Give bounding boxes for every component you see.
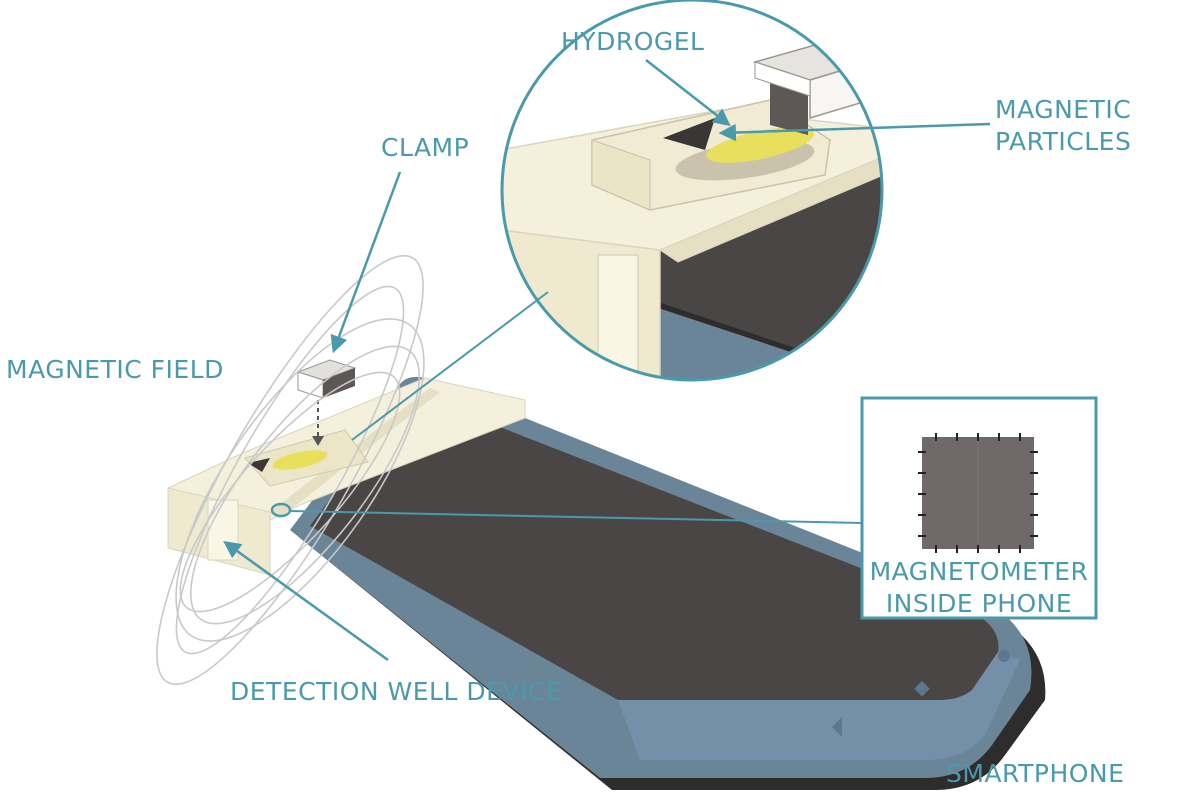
- zoom-inset: [500, 0, 884, 382]
- magnetic-particles-label-line2: PARTICLES: [995, 127, 1132, 156]
- magnetic-field-label: MAGNETIC FIELD: [6, 355, 224, 384]
- magnetometer-label-line2: INSIDE PHONE: [885, 589, 1073, 618]
- detection-well-label: DETECTION WELL DEVICE: [230, 677, 563, 706]
- back-icon: [832, 717, 842, 737]
- detection-well-arrow: [223, 540, 389, 662]
- magnetic-particles-label: MAGNETIC PARTICLES: [995, 94, 1131, 158]
- magnetometer-inset: [860, 396, 1098, 620]
- magnetometer-label-line1: MAGNETOMETER: [869, 557, 1089, 586]
- callout-arrows: [223, 59, 991, 662]
- clamp-arrow: [330, 171, 402, 354]
- magnetometer-marker: [270, 502, 292, 518]
- phone-screen: [310, 392, 999, 700]
- magnetic-field-lines: [156, 254, 425, 686]
- home-icon: [914, 680, 930, 697]
- magnetic-particles-arrow: [718, 122, 991, 142]
- hydrogel-label: HYDROGEL: [561, 27, 705, 56]
- smartphone: [290, 376, 1046, 790]
- magnetometer-label: MAGNETOMETER INSIDE PHONE: [864, 556, 1094, 620]
- smartphone-label: SMARTPHONE: [946, 759, 1125, 788]
- clamp-block: [296, 359, 357, 446]
- hydrogel-arrow: [645, 59, 731, 127]
- magnetic-particles-label-line1: MAGNETIC: [995, 95, 1132, 124]
- zoom-connector: [351, 291, 549, 441]
- magnetic-particles-shape: [663, 118, 715, 150]
- recents-icon: [998, 650, 1010, 662]
- magnetometer-connector: [289, 510, 863, 524]
- clamp-label: CLAMP: [381, 133, 470, 162]
